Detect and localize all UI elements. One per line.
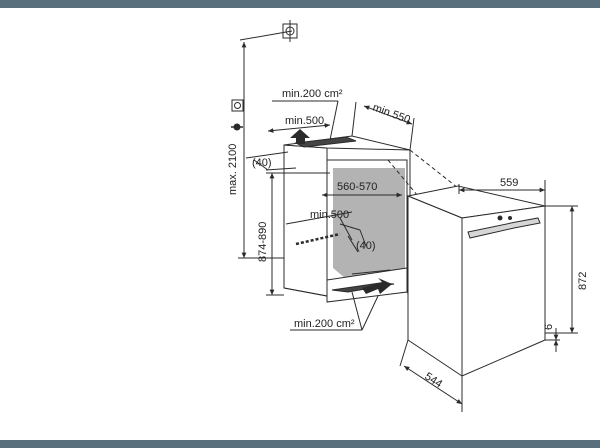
plinth-gap-label: 6 bbox=[543, 324, 555, 330]
fridge-width-dim bbox=[458, 180, 546, 206]
fridge-width-label: 559 bbox=[500, 177, 518, 189]
fridge-depth-label: 544 bbox=[422, 370, 444, 390]
min550-label: min.550 bbox=[371, 102, 412, 127]
socket-icon bbox=[231, 99, 244, 112]
min200-top-label: min.200 cm² bbox=[282, 88, 343, 100]
min500-top-label: min.500 bbox=[285, 115, 324, 127]
min500-top-dim bbox=[267, 123, 331, 133]
min550-dim bbox=[351, 101, 415, 151]
fridge-depth-dim bbox=[399, 339, 463, 412]
fridge-height-label: 872 bbox=[577, 272, 589, 290]
min500-inner-label: min.500 bbox=[310, 209, 349, 221]
plug-icon bbox=[231, 123, 243, 131]
drain-pipe-symbol bbox=[239, 20, 298, 42]
bottom-vent-arrow bbox=[362, 278, 392, 294]
inner-vent-arrow bbox=[339, 223, 367, 247]
depth40-left-dim bbox=[245, 151, 297, 171]
fridge-height-dim bbox=[545, 205, 578, 334]
depth40-inner-label: (40) bbox=[356, 240, 376, 252]
top-border-band bbox=[0, 0, 600, 8]
depth40-inner-dim bbox=[347, 235, 359, 253]
max-height-dimension bbox=[238, 42, 285, 259]
vent-up-arrow bbox=[290, 129, 310, 144]
min200-bottom-label: min.200 cm² bbox=[294, 318, 355, 330]
niche-width-label: 560-570 bbox=[337, 181, 377, 193]
fridge-handle bbox=[467, 215, 541, 239]
niche-height-dim bbox=[266, 172, 330, 296]
bottom-border-band bbox=[0, 440, 600, 448]
min200-bottom-leader bbox=[290, 291, 379, 331]
plinth-gap-dim bbox=[545, 328, 560, 352]
top-vent bbox=[294, 136, 357, 148]
max-height-label: max. 2100 bbox=[227, 144, 239, 195]
niche-height-label: 874-890 bbox=[257, 222, 269, 262]
depth40-left-label: (40) bbox=[252, 157, 272, 169]
fridge-appliance bbox=[406, 185, 546, 377]
min200-top-leader bbox=[272, 100, 339, 141]
inner-vent-hatching bbox=[295, 232, 341, 246]
min500-inner-dim bbox=[285, 211, 353, 241]
